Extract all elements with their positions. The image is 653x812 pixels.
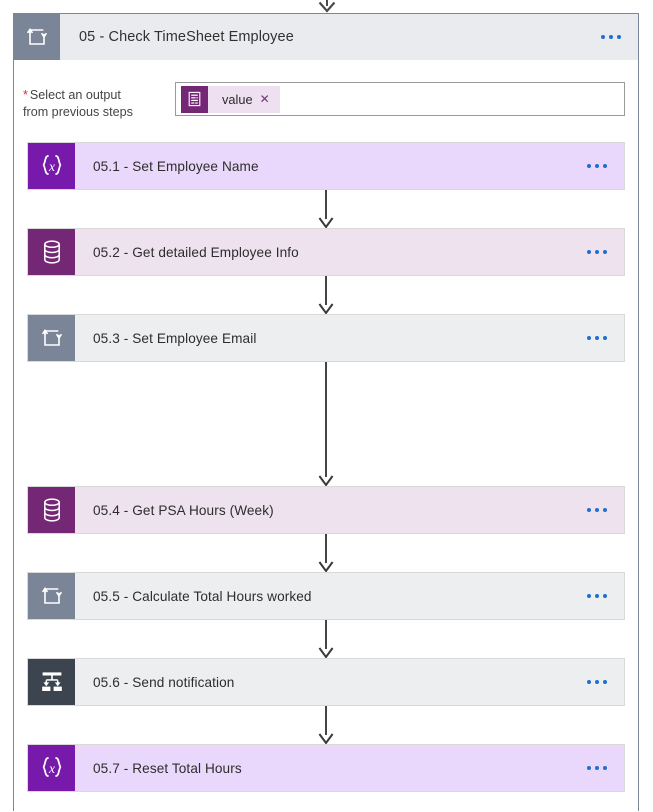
required-asterisk: * — [23, 88, 28, 102]
svg-text:x: x — [48, 159, 55, 174]
action-slot: x 05.7 - Reset Total Hours — [14, 744, 638, 792]
flow-connector — [14, 276, 638, 314]
action-card-05.3[interactable]: 05.3 - Set Employee Email — [27, 314, 625, 362]
action-list: x 05.1 - Set Employee Name 05.2 - Get deta… — [14, 121, 638, 792]
action-overflow-menu-icon[interactable] — [587, 573, 624, 619]
action-overflow-menu-icon[interactable] — [587, 745, 624, 791]
send-notification-fanout-icon — [28, 659, 75, 705]
database-cylinder-icon — [28, 229, 75, 275]
action-slot: 05.6 - Send notification — [14, 658, 638, 706]
action-overflow-menu-icon[interactable] — [587, 487, 624, 533]
action-slot: 05.5 - Calculate Total Hours worked — [14, 572, 638, 620]
action-overflow-menu-icon[interactable] — [587, 143, 624, 189]
flow-connector — [14, 706, 638, 744]
action-slot: x 05.1 - Set Employee Name — [14, 142, 638, 190]
action-title: 05.4 - Get PSA Hours (Week) — [93, 502, 274, 518]
scope-header[interactable]: 05 - Check TimeSheet Employee — [14, 14, 638, 60]
action-title: 05.3 - Set Employee Email — [93, 330, 257, 346]
action-overflow-menu-icon[interactable] — [587, 659, 624, 705]
scope-overflow-menu-icon[interactable] — [601, 14, 638, 60]
dynamic-content-list-icon — [181, 85, 208, 113]
action-card-05.5[interactable]: 05.5 - Calculate Total Hours worked — [27, 572, 625, 620]
top-connector — [0, 0, 653, 14]
select-output-input[interactable]: value ✕ — [175, 82, 625, 116]
svg-text:x: x — [48, 761, 55, 776]
loop-apply-to-each-icon — [28, 315, 75, 361]
remove-token-icon[interactable]: ✕ — [259, 92, 270, 106]
variables-braces-icon: x — [28, 745, 75, 791]
loop-apply-to-each-icon — [28, 573, 75, 619]
select-output-label-line1: Select an output — [29, 88, 121, 102]
action-card-05.7[interactable]: x 05.7 - Reset Total Hours — [27, 744, 625, 792]
select-output-label: *Select an output from previous steps — [23, 82, 175, 121]
action-title: 05.6 - Send notification — [93, 674, 235, 690]
action-title: 05.7 - Reset Total Hours — [93, 760, 242, 776]
select-output-label-line2: from previous steps — [23, 105, 133, 119]
variables-braces-icon: x — [28, 143, 75, 189]
flow-connector — [14, 362, 638, 486]
action-title: 05.1 - Set Employee Name — [93, 158, 259, 174]
action-card-05.1[interactable]: x 05.1 - Set Employee Name — [27, 142, 625, 190]
database-cylinder-icon — [28, 487, 75, 533]
action-slot: 05.3 - Set Employee Email — [14, 314, 638, 362]
select-output-field-row: *Select an output from previous steps — [14, 76, 638, 121]
action-title: 05.2 - Get detailed Employee Info — [93, 244, 299, 260]
scope-body: *Select an output from previous steps — [14, 60, 638, 121]
action-card-05.6[interactable]: 05.6 - Send notification — [27, 658, 625, 706]
flow-connector — [14, 620, 638, 658]
flow-connector — [14, 190, 638, 228]
apply-to-each-scope[interactable]: 05 - Check TimeSheet Employee *Select an… — [13, 13, 639, 811]
action-overflow-menu-icon[interactable] — [587, 229, 624, 275]
action-slot: 05.4 - Get PSA Hours (Week) — [14, 486, 638, 534]
action-card-05.4[interactable]: 05.4 - Get PSA Hours (Week) — [27, 486, 625, 534]
flow-connector — [14, 534, 638, 572]
loop-apply-to-each-icon — [14, 14, 60, 60]
scope-title: 05 - Check TimeSheet Employee — [79, 29, 294, 45]
dynamic-content-token-label: value — [222, 91, 253, 107]
action-overflow-menu-icon[interactable] — [587, 315, 624, 361]
dynamic-content-token[interactable]: value ✕ — [181, 85, 280, 113]
action-title: 05.5 - Calculate Total Hours worked — [93, 588, 312, 604]
action-card-05.2[interactable]: 05.2 - Get detailed Employee Info — [27, 228, 625, 276]
action-slot: 05.2 - Get detailed Employee Info — [14, 228, 638, 276]
